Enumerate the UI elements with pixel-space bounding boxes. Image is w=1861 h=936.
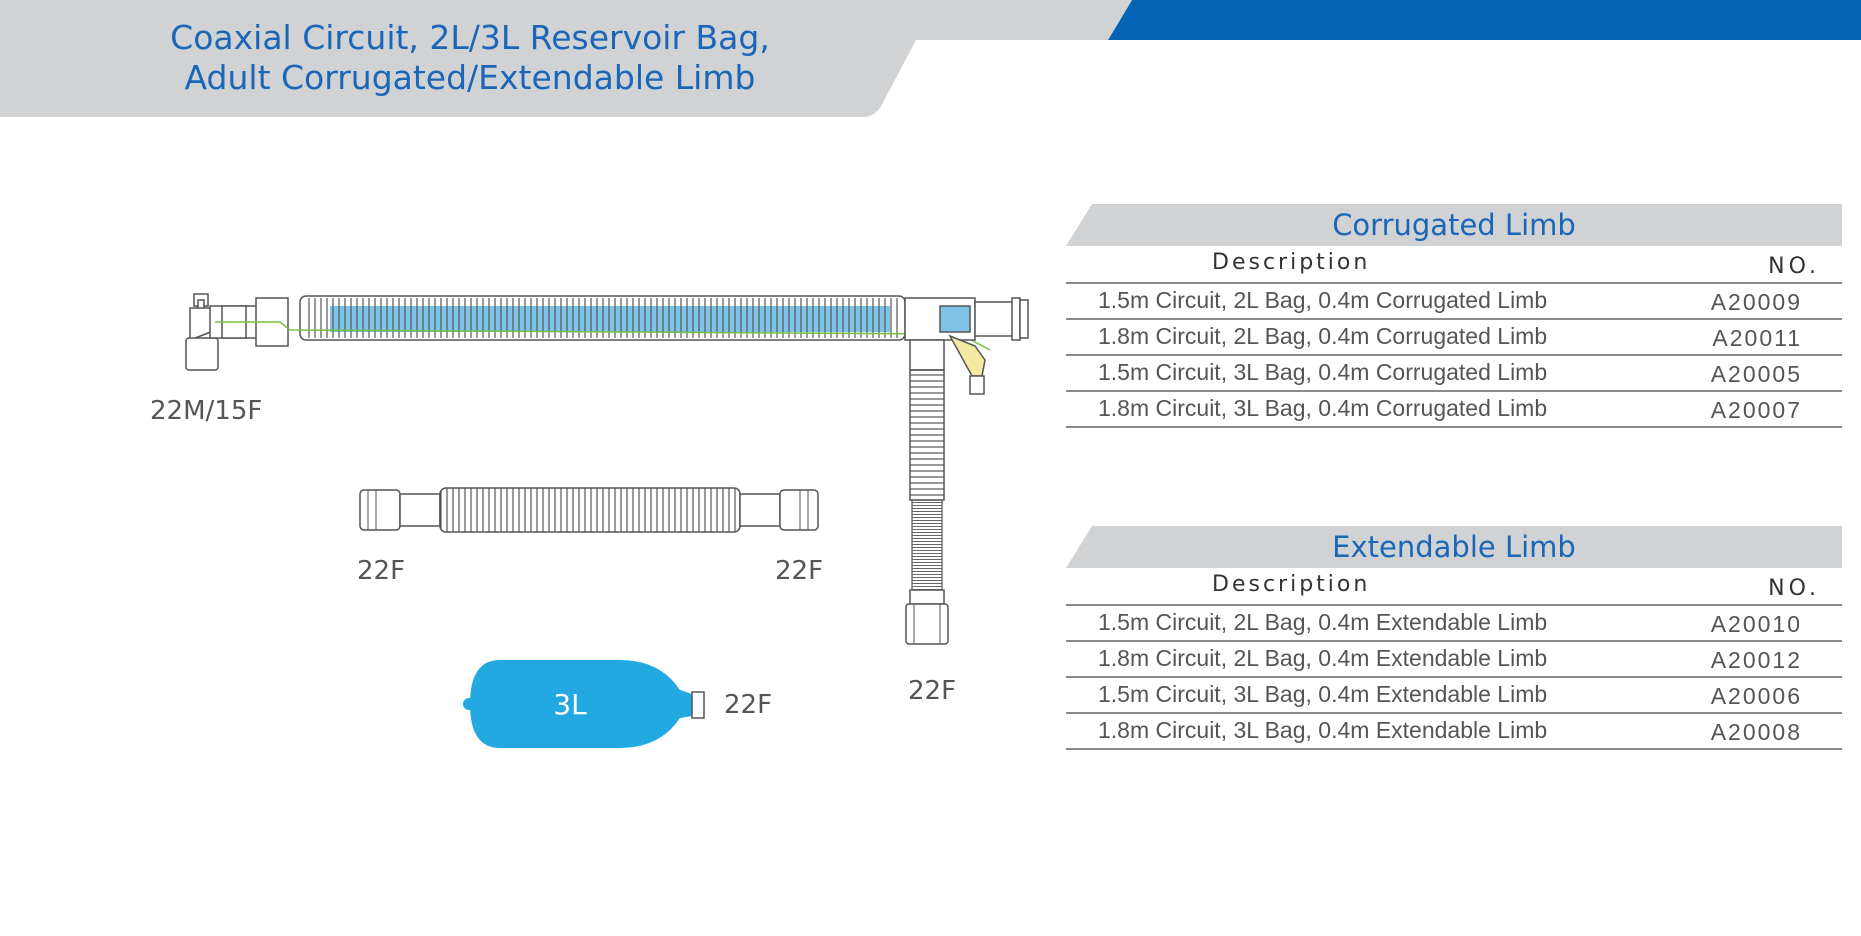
row-description: 1.5m Circuit, 3L Bag, 0.4m Extendable Li… [1098, 681, 1548, 707]
vertical-limb-corrugated [909, 369, 945, 501]
header-accent-bar [1108, 0, 1861, 40]
page-title-line-1: Coaxial Circuit, 2L/3L Reservoir Bag, [170, 18, 770, 57]
limb-corrugated-section [439, 487, 741, 533]
vertical-limb-connector [905, 603, 949, 645]
vertical-limb-extendable [911, 499, 943, 591]
column-header-description: Description [1212, 250, 1371, 275]
table-header: Extendable Limb [1066, 526, 1842, 568]
table-row: 1.5m Circuit, 2L Bag, 0.4m Extendable Li… [1066, 604, 1842, 640]
table-body: 1.5m Circuit, 2L Bag, 0.4m Corrugated Li… [1066, 282, 1842, 428]
table-header: Corrugated Limb [1066, 204, 1842, 246]
table-row: 1.8m Circuit, 2L Bag, 0.4m Extendable Li… [1066, 640, 1842, 676]
table-body: 1.5m Circuit, 2L Bag, 0.4m Extendable Li… [1066, 604, 1842, 750]
table-row: 1.8m Circuit, 2L Bag, 0.4m Corrugated Li… [1066, 318, 1842, 354]
row-number: A20006 [1710, 683, 1802, 709]
table-title: Corrugated Limb [1332, 208, 1576, 242]
column-headers: Description NO. [1066, 568, 1842, 604]
row-number: A20010 [1710, 611, 1802, 637]
vertical-limb-connector-label: 22F [908, 676, 957, 706]
table-row: 1.8m Circuit, 3L Bag, 0.4m Corrugated Li… [1066, 390, 1842, 428]
row-number: A20007 [1710, 397, 1802, 423]
row-description: 1.8m Circuit, 3L Bag, 0.4m Extendable Li… [1098, 717, 1548, 743]
row-description: 1.5m Circuit, 2L Bag, 0.4m Corrugated Li… [1098, 287, 1548, 313]
side-sampling-port [948, 334, 986, 395]
page-title-line-2: Adult Corrugated/Extendable Limb [184, 58, 756, 97]
bag-connector-label: 22F [724, 690, 773, 720]
circuit-diagram: 3L [185, 293, 1029, 748]
column-headers: Description NO. [1066, 246, 1842, 282]
coaxial-circuit [185, 293, 1029, 395]
vertical-limb-top-cap [909, 339, 945, 371]
extendable-limb-table: Extendable Limb Description NO. 1.5m Cir… [1066, 526, 1842, 750]
row-description: 1.5m Circuit, 2L Bag, 0.4m Extendable Li… [1098, 609, 1548, 635]
row-number: A20012 [1710, 647, 1802, 673]
table-row: 1.5m Circuit, 2L Bag, 0.4m Corrugated Li… [1066, 282, 1842, 318]
bag-connector [691, 691, 705, 719]
corrugated-limb-table: Corrugated Limb Description NO. 1.5m Cir… [1066, 204, 1842, 428]
row-description: 1.8m Circuit, 3L Bag, 0.4m Corrugated Li… [1098, 395, 1548, 421]
row-number: A20005 [1710, 361, 1802, 387]
column-header-no: NO. [1768, 254, 1820, 279]
row-number: A20009 [1710, 289, 1802, 315]
vertical-limb-neck [909, 589, 945, 605]
separate-corrugated-limb [359, 487, 819, 533]
table-row: 1.5m Circuit, 3L Bag, 0.4m Extendable Li… [1066, 676, 1842, 712]
bag-body [470, 660, 692, 748]
limb-left-connector [359, 489, 401, 531]
patient-connector-label: 22M/15F [150, 396, 263, 426]
limb-right-connector [779, 489, 819, 531]
table-row: 1.5m Circuit, 3L Bag, 0.4m Corrugated Li… [1066, 354, 1842, 390]
limb-right-connector-label: 22F [775, 556, 824, 586]
row-description: 1.5m Circuit, 3L Bag, 0.4m Corrugated Li… [1098, 359, 1548, 385]
row-description: 1.8m Circuit, 2L Bag, 0.4m Extendable Li… [1098, 645, 1548, 671]
row-description: 1.8m Circuit, 2L Bag, 0.4m Corrugated Li… [1098, 323, 1548, 349]
column-header-no: NO. [1768, 576, 1820, 601]
column-header-description: Description [1212, 572, 1371, 597]
header-band [0, 0, 1861, 117]
limb-left-connector-label: 22F [357, 556, 406, 586]
bag-volume-label: 3L [553, 688, 587, 721]
row-number: A20011 [1712, 325, 1802, 351]
patient-elbow-connector [185, 293, 289, 371]
vertical-limb [905, 339, 949, 645]
row-number: A20008 [1710, 719, 1802, 745]
table-header-bg [1066, 526, 1842, 568]
table-title: Extendable Limb [1332, 530, 1576, 564]
table-row: 1.8m Circuit, 3L Bag, 0.4m Extendable Li… [1066, 712, 1842, 750]
machine-end-connector [904, 297, 1029, 341]
table-header-bg [1066, 204, 1842, 246]
header-gray-band [0, 0, 1132, 117]
reservoir-bag: 3L [463, 660, 705, 748]
